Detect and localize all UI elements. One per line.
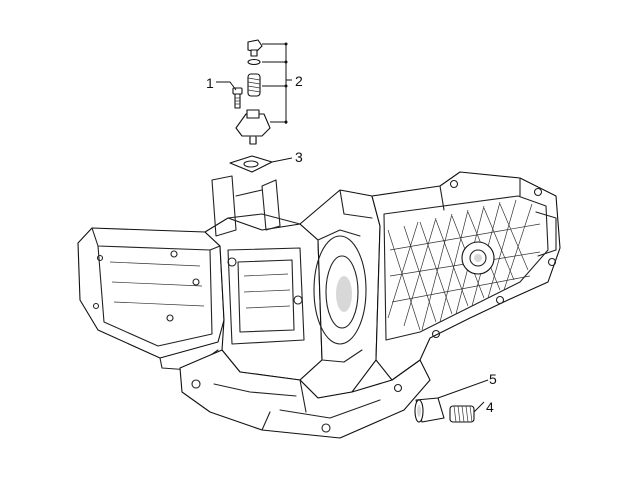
callout-2: 2 (295, 73, 303, 89)
flywheel-housing (299, 189, 381, 399)
part-5-bushing (414, 397, 445, 423)
part-1-bolt (232, 87, 243, 109)
callout-4: 4 (486, 399, 494, 415)
part-4-spring (449, 405, 475, 423)
transmission-cover (371, 171, 561, 381)
callout-1: 1 (206, 75, 214, 91)
cylinder-body (204, 175, 323, 381)
callout-3: 3 (295, 149, 303, 165)
part-2-assembly (235, 39, 271, 145)
part-2-cap-screw (247, 39, 263, 57)
engine-crankcase-assembly (77, 171, 561, 439)
part-2-washer (247, 58, 261, 66)
part-3-gasket (229, 155, 273, 173)
part-2-spring (247, 73, 261, 97)
leader-lines (216, 42, 489, 413)
callout-labels: 1 2 3 4 5 (206, 73, 497, 415)
cylinder-head-cover (77, 227, 225, 371)
part-2-plunger-body (235, 109, 271, 145)
callout-5: 5 (489, 371, 497, 387)
